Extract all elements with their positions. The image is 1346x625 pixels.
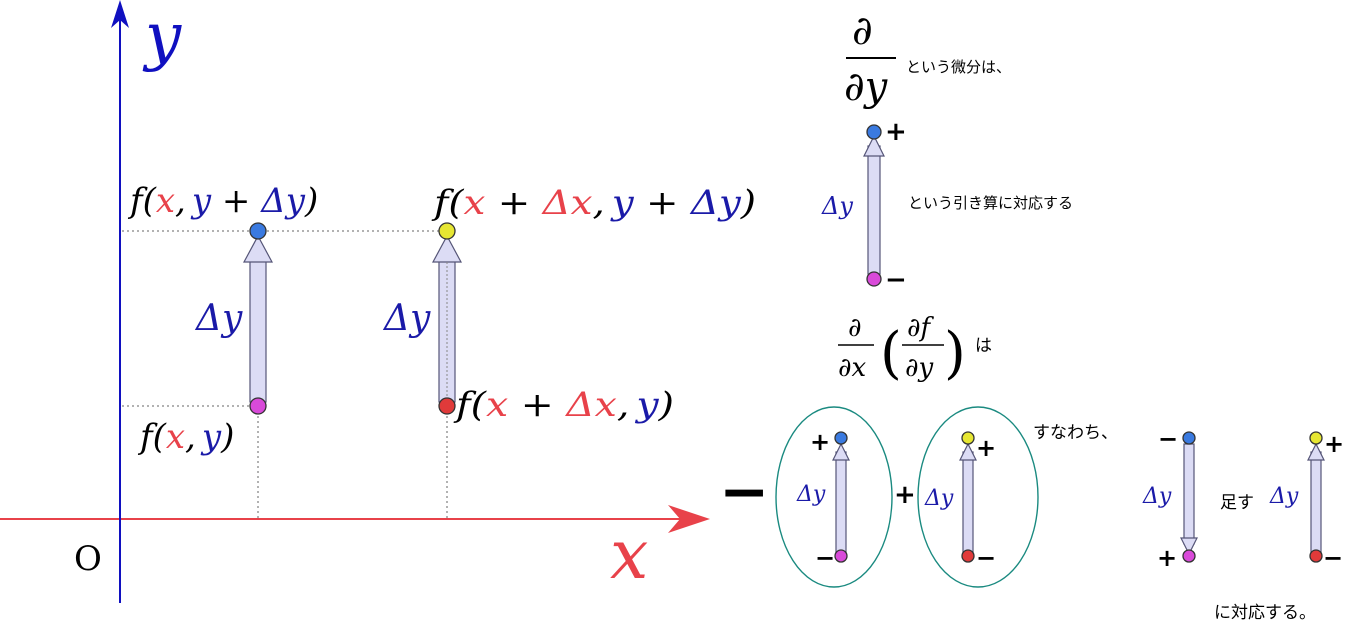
text-ha: は (975, 336, 992, 356)
text-taiou: に対応する。 (1214, 603, 1316, 623)
label-f-x-plus-dx-y-plus-dy: f(x + Δx,y + Δy) (431, 183, 756, 223)
point-top-right (438, 222, 456, 240)
y-axis-arrowhead (111, 0, 129, 28)
delta-y-arrow-right (431, 234, 463, 403)
mixed-inner-den: ∂y (905, 353, 933, 383)
mixed-outer-den: ∂x (838, 353, 866, 383)
ellipse-right-plus: + (976, 434, 996, 462)
coordinate-graph: y x O Δy Δy f(x,y) f(x,y + Δy) f(x + Δx,… (0, 0, 756, 603)
y-axis-label: y (142, 0, 182, 74)
paren-open: ( (880, 321, 902, 386)
partial-numerator: ∂ (852, 8, 873, 54)
mini-arrow-left (832, 431, 850, 563)
ellipse-left-plus: + (810, 428, 830, 456)
paren-close: ) (944, 321, 966, 386)
text-tasu: 足す (1220, 493, 1254, 513)
text-sunawachi: すなわち、 (1033, 423, 1118, 443)
ellipse-right-delta: Δy (924, 486, 954, 511)
ellipse-right-minus: − (976, 544, 996, 572)
ellipse-left-minus: − (815, 544, 835, 572)
text-subtraction: という引き算に対応する (908, 194, 1073, 212)
legend-plus: + (885, 117, 907, 147)
text-differential: という微分は、 (906, 58, 1011, 76)
mixed-outer-num: ∂ (848, 313, 861, 343)
partial-denominator: ∂y (844, 64, 889, 110)
point-top-left (249, 222, 267, 240)
legend-arrow (863, 124, 885, 287)
final-arrow-plus: + (1324, 430, 1344, 458)
label-f-x-y-plus-dy: f(x,y + Δy) (127, 181, 318, 221)
mixed-inner-num: ∂f (907, 313, 934, 343)
x-axis-label: x (610, 516, 648, 595)
down-arrow-delta: Δy (1142, 484, 1172, 509)
explanation-panel: ∂ ∂y という微分は、 + − Δy という引き算に対応する ∂ ∂x ( ∂… (719, 8, 1344, 623)
final-arrow-minus: − (1323, 544, 1343, 572)
point-bottom-right (438, 397, 456, 415)
delta-y-arrow-left (242, 234, 274, 403)
point-bottom-left (249, 397, 267, 415)
legend-minus: − (885, 265, 907, 295)
final-arrow-delta: Δy (1269, 484, 1299, 509)
big-minus: − (719, 457, 769, 527)
legend-delta-y: Δy (821, 192, 853, 220)
down-arrow (1180, 431, 1198, 563)
middle-plus: + (894, 480, 916, 510)
ellipse-left-delta: Δy (796, 482, 826, 507)
down-arrow-plus: + (1157, 544, 1177, 572)
origin-label: O (74, 539, 102, 579)
delta-y-label-right: Δy (382, 298, 431, 339)
label-f-x-y: f(x,y) (137, 417, 234, 457)
mini-arrow-right (959, 431, 977, 563)
x-axis-arrowhead (668, 505, 710, 533)
label-f-x-plus-dx-y: f(x + Δx,y) (453, 385, 674, 425)
ellipse-right (917, 406, 1039, 588)
delta-y-label-left: Δy (194, 298, 243, 339)
down-arrow-minus: − (1158, 425, 1178, 453)
ellipse-left (775, 406, 893, 588)
final-up-arrow (1307, 431, 1325, 563)
